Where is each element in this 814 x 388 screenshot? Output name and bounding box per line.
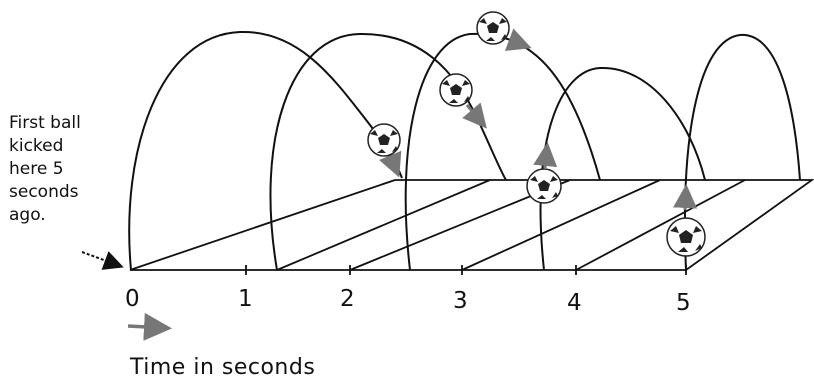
axis-tick-label: 1 (238, 286, 253, 312)
ground-diagonal-4 (576, 180, 745, 270)
axis-title: Time in seconds (130, 355, 315, 380)
caption-line: here 5 (9, 158, 119, 181)
time-direction-arrow-icon (128, 326, 165, 328)
axis-tick-label: 0 (125, 286, 140, 312)
axis-tick-label: 2 (340, 286, 355, 312)
soccer-ball-icon (368, 124, 400, 156)
ground-plane-outline (130, 180, 812, 270)
ground-diagonal-0 (130, 180, 395, 270)
caption-line: seconds (9, 181, 119, 204)
soccer-ball-icon (477, 12, 509, 44)
soccer-ball-icon (667, 218, 705, 256)
caption-line: kicked (9, 135, 119, 158)
gray-arrow-icon (467, 105, 483, 124)
gray-arrow-icon (545, 148, 547, 168)
ground-diagonal-3 (462, 180, 660, 270)
caption-line: ago. (9, 204, 119, 227)
axis-tick-label: 5 (676, 290, 691, 316)
soccer-ball-icon (440, 74, 472, 106)
gray-arrow-icon (685, 190, 686, 210)
first-ball-caption: First ball kicked here 5 seconds ago. (9, 112, 119, 227)
time-axis: 0 1 2 3 4 5 (125, 265, 691, 316)
gray-arrow-icon (510, 40, 526, 46)
black-arrow-icon (82, 252, 120, 266)
ground-plane (130, 180, 812, 270)
soccer-ball-icon (527, 169, 561, 203)
axis-tick-label: 4 (567, 290, 582, 316)
axis-tick-label: 3 (453, 288, 468, 314)
caption-line: First ball (9, 112, 119, 135)
